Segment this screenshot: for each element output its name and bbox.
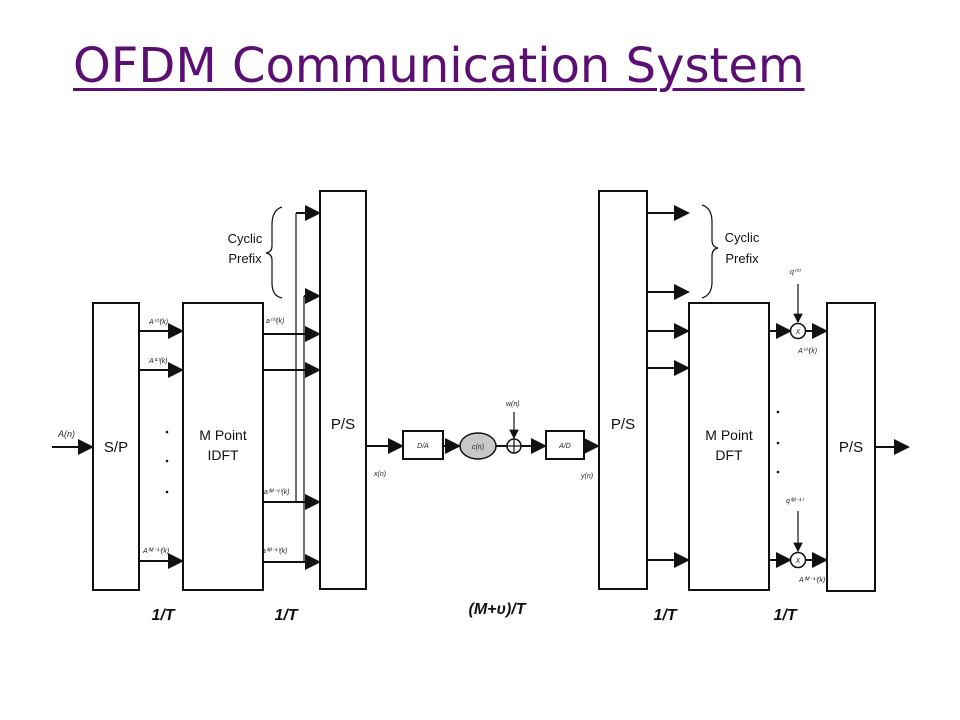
- dft-ellipsis: [776, 410, 780, 474]
- sp-block-label: S/P: [104, 439, 128, 456]
- rx-cp-label-1: Cyclic: [725, 230, 760, 245]
- multiplier-0-icon: [789, 322, 807, 340]
- sp-ellipsis: [165, 430, 169, 494]
- multiplier-m-icon: [789, 551, 807, 569]
- ad-label: A/D: [558, 443, 571, 450]
- sp-block: [92, 302, 140, 591]
- rx-sp-label: P/S: [611, 416, 635, 433]
- dft-label-1: M Point: [705, 427, 753, 443]
- rx-rate-2: 1/T: [773, 607, 797, 624]
- yn-label: y(n): [580, 473, 593, 480]
- dft-label-2: DFT: [715, 447, 743, 463]
- rx-cp-bracket: [701, 204, 719, 299]
- tx-cp-label-2: Prefix: [228, 251, 262, 266]
- rx-rate-1: 1/T: [653, 607, 677, 624]
- multiplier-m-symbol: X: [795, 558, 801, 565]
- tx-rate-2: 1/T: [274, 607, 298, 624]
- da-block: [402, 430, 444, 460]
- sp-out-0-label: A⁽⁰⁾(k): [148, 318, 168, 326]
- input-label: A(n): [57, 429, 75, 439]
- rx-ps-label: P/S: [839, 439, 863, 456]
- idft-out-0-label: a⁽⁰⁾(k): [266, 317, 284, 325]
- rx-cp-label-2: Prefix: [725, 251, 759, 266]
- sp-out-m-label: A⁽ᴹ⁻¹⁾(k): [142, 547, 169, 555]
- idft-label-1: M Point: [199, 427, 247, 443]
- multiplier-0-symbol: X: [795, 329, 801, 336]
- tx-rate-1: 1/T: [151, 607, 175, 624]
- dft-block: [688, 302, 770, 591]
- qm-label: q⁽ᴹ⁻¹⁾: [786, 497, 805, 505]
- cn-label: c(n): [472, 444, 484, 451]
- q0-label: q⁽⁰⁾: [790, 268, 801, 276]
- idft-out-m-label: a⁽ᴹ⁻¹⁾(k): [262, 547, 287, 555]
- idft-out-mv-label: a⁽ᴹ⁻ᵛ⁾(k): [264, 488, 290, 496]
- channel-rate: (M+υ)/T: [468, 601, 526, 618]
- da-label: D/A: [417, 443, 429, 450]
- rx-out-m-label: A⁽ᴹ⁻¹⁾(k): [798, 576, 825, 584]
- rx-sp-block: [598, 190, 648, 590]
- wn-label: w(n): [506, 401, 520, 408]
- tx-cp-bracket: [265, 206, 283, 299]
- tx-ps-block: [319, 190, 367, 590]
- page-title[interactable]: OFDM Communication System: [73, 38, 805, 94]
- sp-out-1-label: A⁽¹⁾(k): [148, 357, 168, 365]
- rx-out-0-label: A⁽⁰⁾(k): [797, 347, 817, 355]
- xn-label: x(n): [373, 471, 386, 478]
- idft-label-2: IDFT: [207, 447, 239, 463]
- idft-block: [182, 302, 264, 591]
- tx-ps-label: P/S: [331, 416, 355, 433]
- tx-cp-label-1: Cyclic: [228, 231, 263, 246]
